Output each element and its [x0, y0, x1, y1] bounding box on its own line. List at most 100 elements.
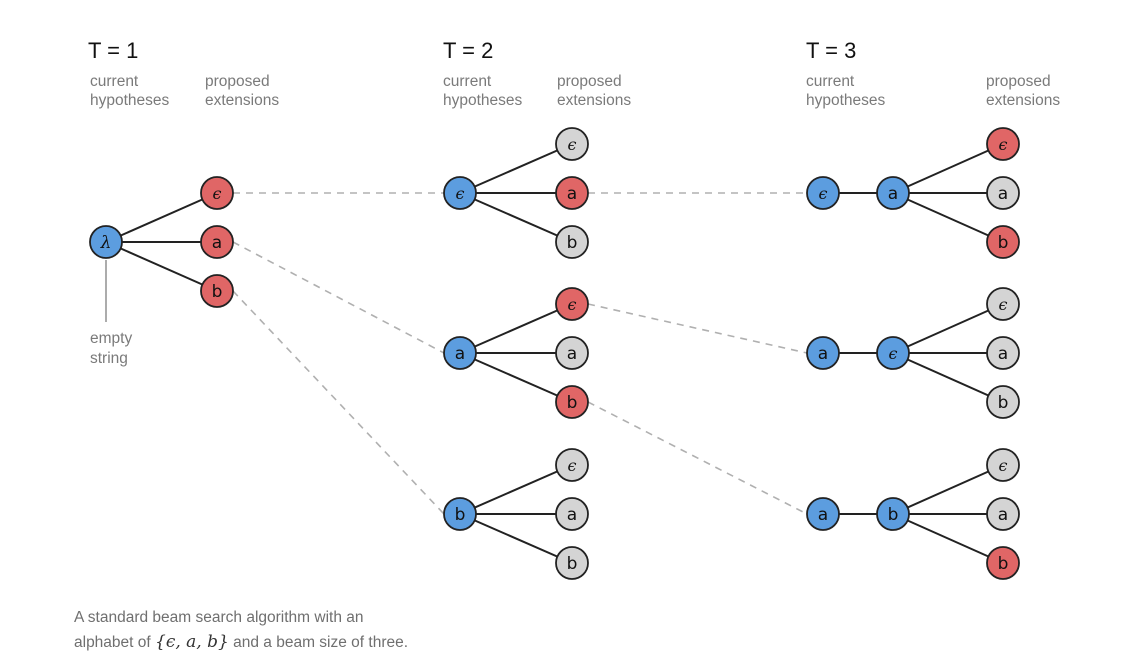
selected-extension-node: ϵ	[986, 127, 1020, 161]
tree-edge	[459, 192, 573, 243]
current-hypothesis-node: a	[806, 497, 840, 531]
current-hypothesis-node: b	[443, 497, 477, 531]
step-title: T = 2	[443, 38, 493, 63]
current-label-line1: current	[90, 73, 139, 90]
node-label: b	[888, 505, 899, 525]
node-circle	[555, 225, 589, 259]
tree-edge	[105, 241, 218, 292]
empty-string-annotation: empty string	[90, 260, 132, 367]
rejected-extension-node: ϵ	[555, 448, 589, 482]
node-label: a	[998, 184, 1008, 204]
node-label: b	[567, 554, 578, 574]
beam-transition-line	[587, 303, 808, 354]
current-label-line1: current	[443, 73, 492, 90]
rejected-extension-node: a	[986, 336, 1020, 370]
node-circle	[986, 127, 1020, 161]
node-label: b	[455, 505, 466, 525]
tree-edge	[459, 464, 573, 515]
selected-extension-node: a	[200, 225, 234, 259]
caption-line2-post: and a beam size of three.	[228, 634, 409, 651]
step-title: T = 3	[806, 38, 856, 63]
alphabet-set: {ϵ, a, b}	[155, 632, 229, 652]
node-label: a	[455, 344, 465, 364]
node-label: a	[998, 344, 1008, 364]
node-circle	[806, 497, 840, 531]
node-label: a	[818, 344, 828, 364]
node-circle	[986, 497, 1020, 531]
proposed-label-line2: extensions	[557, 92, 631, 109]
rejected-extension-node: ϵ	[555, 127, 589, 161]
node-circle	[555, 385, 589, 419]
current-hypothesis-node: b	[876, 497, 910, 531]
rejected-extension-node: a	[986, 497, 1020, 531]
current-hypothesis-node: λ	[89, 225, 123, 259]
node-circle	[876, 497, 910, 531]
node-circle	[986, 546, 1020, 580]
node-circle	[986, 176, 1020, 210]
beam-transition-line	[232, 241, 445, 354]
node-circle	[200, 176, 234, 210]
current-hypothesis-node: ϵ	[806, 176, 840, 210]
node-circle	[443, 497, 477, 531]
selected-extension-node: b	[986, 225, 1020, 259]
node-circle	[986, 448, 1020, 482]
node-label: b	[998, 233, 1009, 253]
current-hypothesis-node: ϵ	[443, 176, 477, 210]
node-label: ϵ	[568, 456, 577, 475]
tree-edge	[892, 513, 1004, 564]
rejected-extension-node: a	[555, 497, 589, 531]
selected-extension-node: b	[986, 546, 1020, 580]
current-label-line2: hypotheses	[90, 92, 170, 109]
node-label: ϵ	[889, 344, 898, 363]
node-circle	[443, 336, 477, 370]
rejected-extension-node: b	[555, 546, 589, 580]
proposed-label-line2: extensions	[205, 92, 279, 109]
node-label: λ	[100, 233, 112, 253]
node-label: ϵ	[568, 135, 577, 154]
current-label-line2: hypotheses	[443, 92, 523, 109]
tree-edge	[892, 352, 1004, 403]
node-label: a	[212, 233, 222, 253]
selected-extension-node: a	[555, 176, 589, 210]
current-hypothesis-node: a	[443, 336, 477, 370]
node-circle	[555, 176, 589, 210]
node-circle	[555, 336, 589, 370]
node-label: ϵ	[999, 135, 1008, 154]
node-circle	[986, 385, 1020, 419]
current-label-line1: current	[806, 73, 855, 90]
node-circle	[806, 176, 840, 210]
annotation-line1: empty	[90, 330, 132, 347]
beam-transition-line	[232, 290, 445, 515]
node-label: a	[998, 505, 1008, 525]
node-circle	[200, 274, 234, 308]
node-circle	[876, 336, 910, 370]
caption-line2-pre: alphabet of	[74, 634, 156, 651]
node-label: b	[998, 393, 1009, 413]
selected-extension-node: ϵ	[200, 176, 234, 210]
node-circle	[986, 225, 1020, 259]
current-label-line2: hypotheses	[806, 92, 886, 109]
step-title: T = 1	[88, 38, 138, 63]
node-label: ϵ	[999, 456, 1008, 475]
node-circle	[986, 336, 1020, 370]
node-circle	[200, 225, 234, 259]
rejected-extension-node: b	[555, 225, 589, 259]
node-label: ϵ	[999, 295, 1008, 314]
tree-edge	[459, 303, 573, 354]
tree-edge	[459, 143, 573, 194]
node-label: b	[567, 393, 578, 413]
tree-edge	[892, 143, 1004, 194]
current-hypothesis-node: a	[806, 336, 840, 370]
caption-line2: alphabet of {ϵ, a, b} and a beam size of…	[74, 630, 594, 655]
step-header-t2: T = 2 current hypotheses proposed extens…	[443, 38, 631, 109]
proposed-label-line1: proposed	[986, 73, 1051, 90]
node-circle	[555, 448, 589, 482]
node-label: a	[567, 344, 577, 364]
selected-extension-node: b	[555, 385, 589, 419]
tree-edge	[892, 464, 1004, 515]
node-circle	[806, 336, 840, 370]
tree-edge	[892, 192, 1004, 243]
selected-extension-node: b	[200, 274, 234, 308]
node-label: b	[212, 282, 223, 302]
